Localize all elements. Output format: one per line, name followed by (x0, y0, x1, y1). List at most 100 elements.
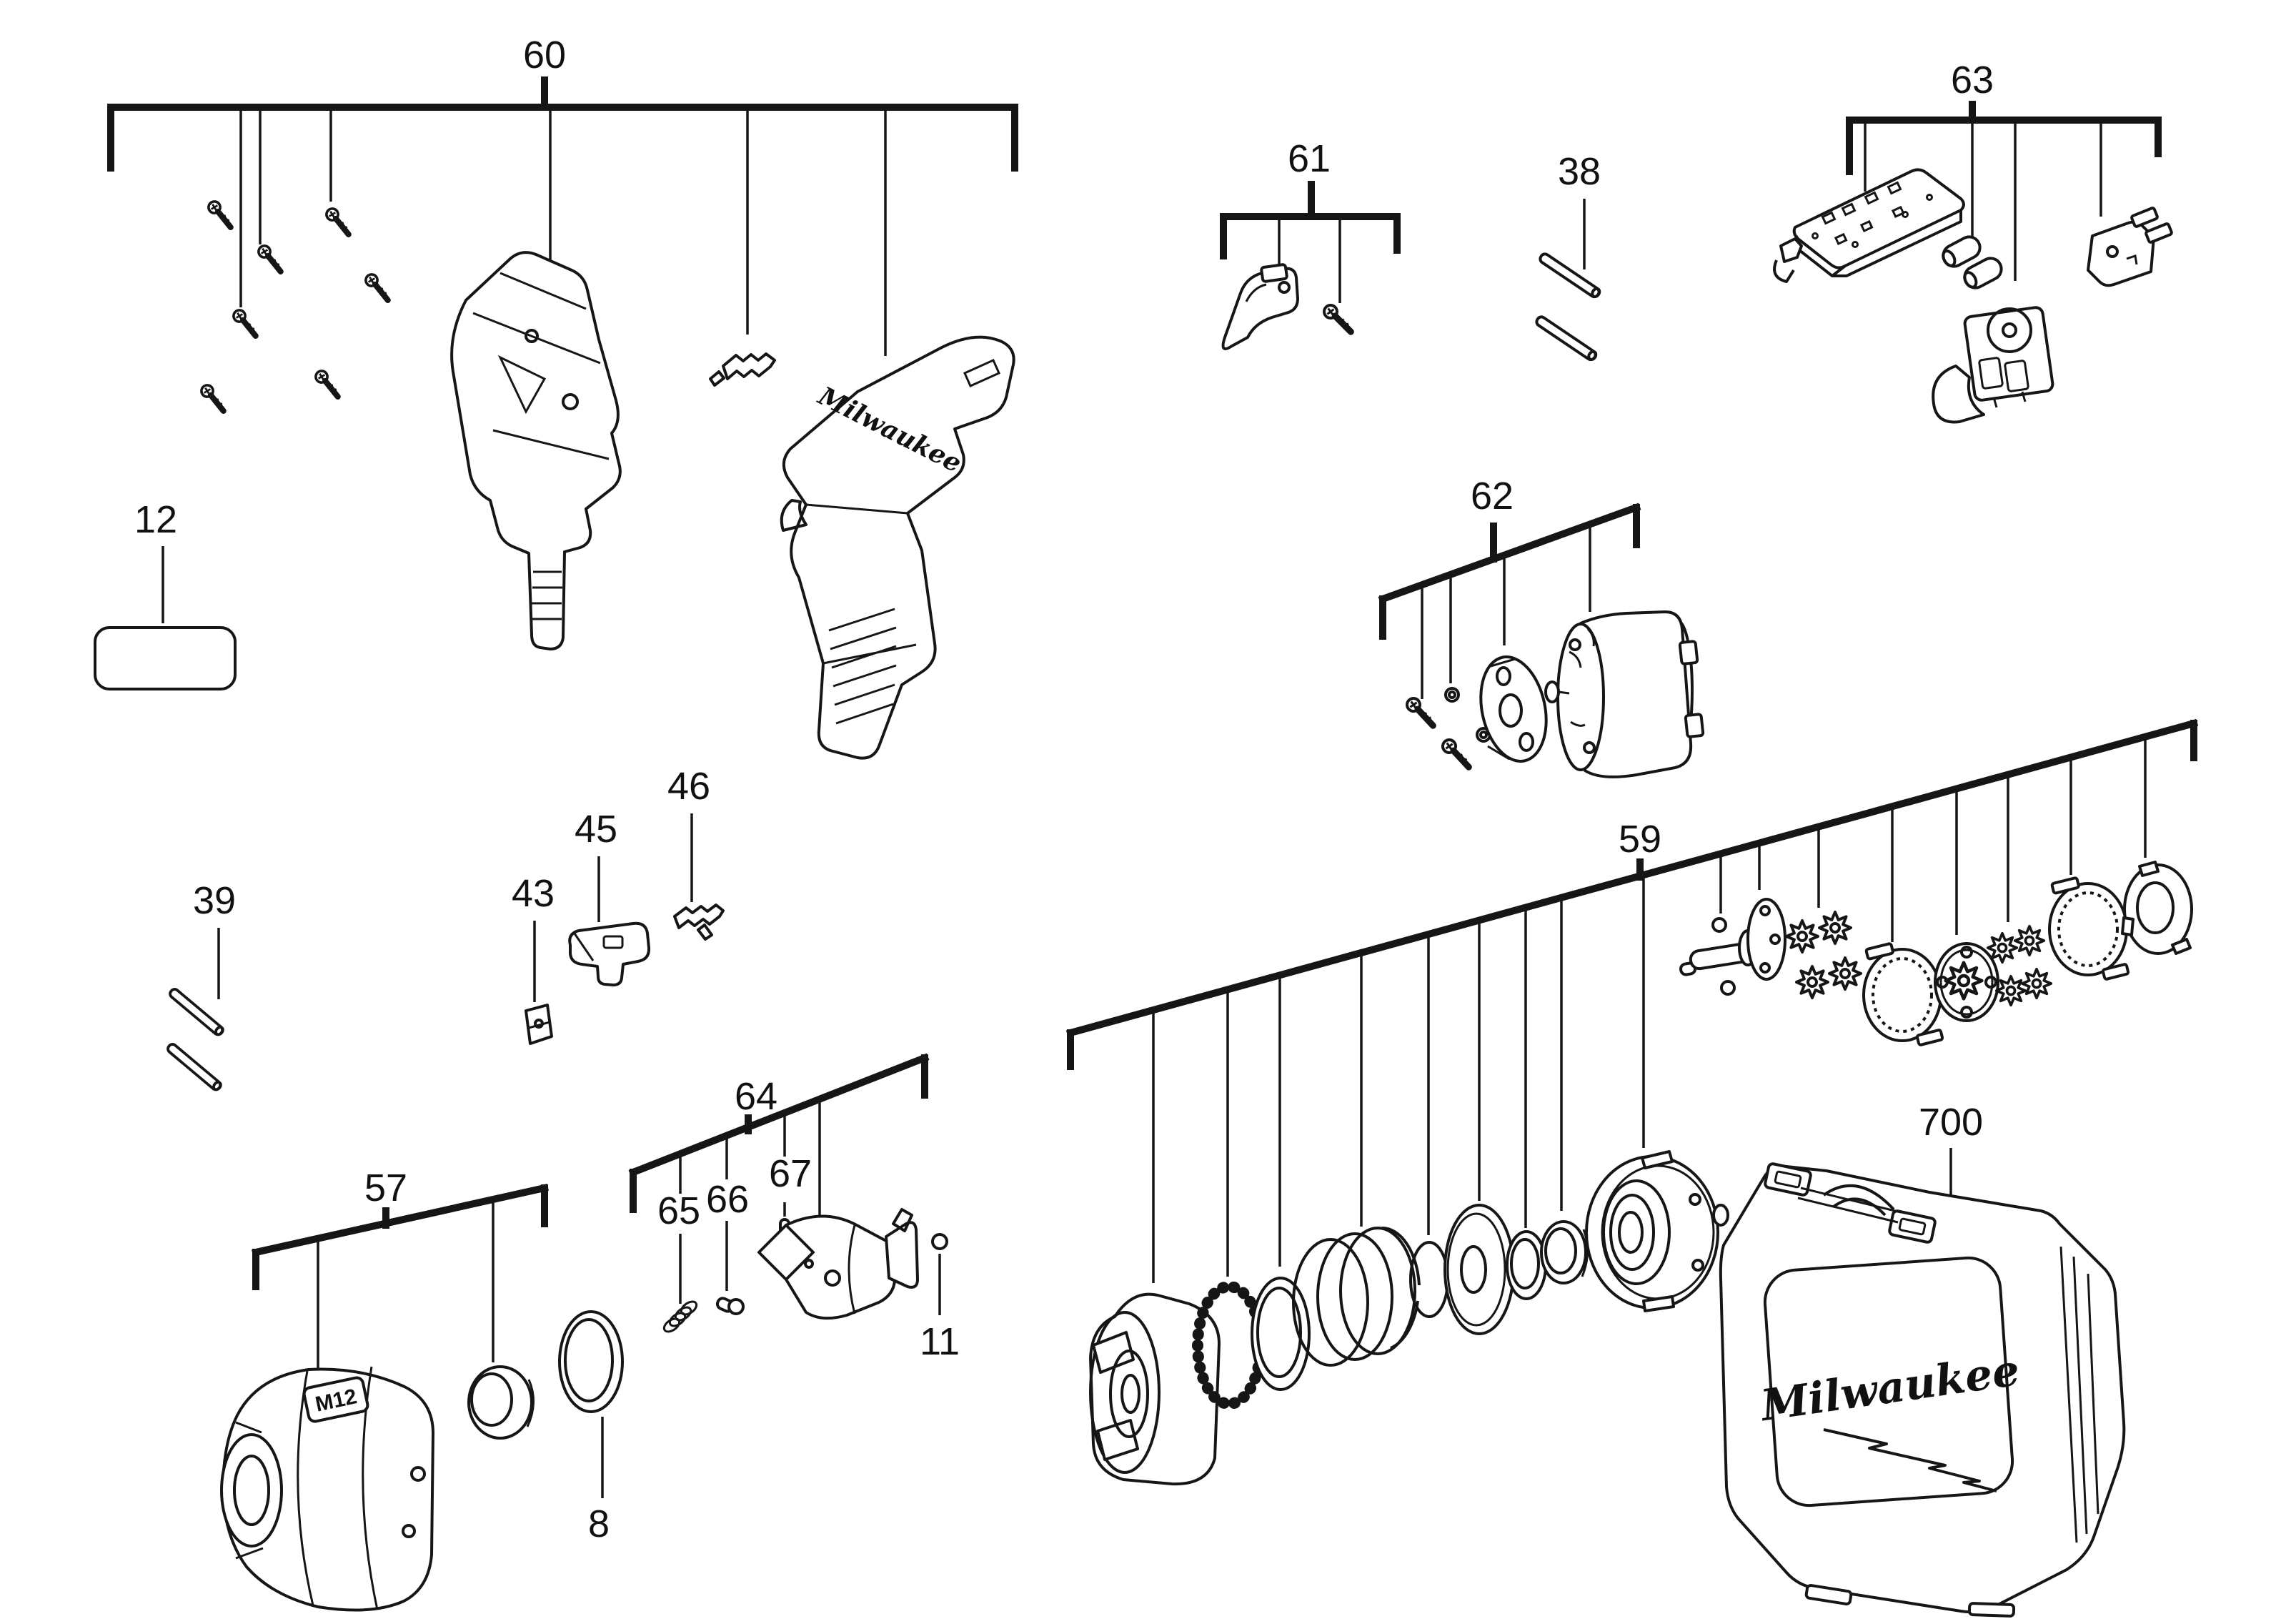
contact-clip (673, 903, 725, 941)
callout-43: 43 (512, 872, 555, 915)
callout-8: 8 (588, 1502, 610, 1545)
bushing (467, 1365, 535, 1440)
group-700-case: 700 Milwaukee (1719, 1101, 2126, 1618)
electronics-module (1773, 168, 1965, 283)
callout-59: 59 (1619, 818, 1661, 861)
terminal-block (2087, 207, 2173, 287)
clutch-cup (1089, 1292, 1221, 1486)
sleeve-icon (1942, 235, 2003, 289)
steel-ball (1711, 917, 1727, 933)
lightning-bolt-icon (1823, 1428, 1997, 1492)
impact-spring (1292, 1226, 1421, 1367)
pin-icon (1537, 251, 1603, 300)
washer-disc (1443, 1204, 1515, 1335)
forward-reverse-shuttle (568, 921, 651, 986)
group-45-shuttle: 45 (568, 808, 651, 986)
callout-45: 45 (575, 808, 617, 851)
cam-washer (2121, 861, 2193, 955)
spindle (1679, 898, 1786, 981)
pin-icon (164, 1041, 224, 1093)
group-61-trigger: 61 (1220, 137, 1401, 350)
callout-64: 64 (735, 1075, 777, 1118)
gear-case (1585, 1150, 1729, 1312)
bracket-64 (628, 1053, 930, 1213)
bracket-59 (1065, 718, 2199, 1070)
callout-61: 61 (1288, 137, 1331, 180)
callout-63: 63 (1951, 59, 1994, 102)
steel-ball (931, 1233, 948, 1250)
screw-icon (1322, 304, 1354, 332)
leaders-61 (1278, 218, 1341, 303)
callout-67: 67 (769, 1152, 812, 1195)
ring-gear (1862, 941, 1944, 1047)
callout-62: 62 (1471, 475, 1514, 518)
spring-plate (525, 1004, 553, 1045)
bracket-61 (1220, 181, 1401, 259)
callout-66: 66 (706, 1178, 749, 1221)
callout-39: 39 (193, 879, 236, 922)
detent-ball (715, 1297, 745, 1315)
callout-12: 12 (134, 498, 177, 541)
callout-38: 38 (1558, 150, 1601, 193)
pin-icon (167, 986, 226, 1038)
group-59-gear-train: 59 (1065, 718, 2199, 1486)
planet-carrier (1934, 942, 1999, 1022)
leaders-63 (1864, 122, 2102, 281)
cup-washer (1540, 1220, 1589, 1284)
nose-housing: M12 (220, 1366, 434, 1612)
group-12-nameplate: 12 (94, 498, 237, 690)
retaining-ring-inner (564, 1318, 614, 1402)
pin-icon (1534, 314, 1599, 363)
group-39-pins: 39 (164, 879, 236, 1093)
switch-assembly (1932, 306, 2054, 424)
washer-icon (1444, 687, 1460, 703)
dc-motor (1544, 610, 1705, 778)
callout-46: 46 (667, 765, 710, 808)
callout-65: 65 (657, 1189, 700, 1232)
callout-11: 11 (920, 1320, 960, 1363)
screw-icon (1404, 698, 1437, 726)
case-latch (1764, 1162, 1937, 1244)
bracket-63 (1846, 101, 2162, 175)
retaining-ring (558, 1310, 624, 1413)
case-handle (1822, 1184, 1895, 1217)
callout-57: 57 (364, 1167, 407, 1209)
retaining-ring-small (1409, 1241, 1449, 1318)
planet-pinions-first (1785, 911, 1862, 999)
anvil (757, 1208, 919, 1320)
leaders-60 (239, 109, 887, 356)
carrying-case: Milwaukee (1719, 1162, 2126, 1618)
washer (1251, 1277, 1311, 1391)
group-8-retaining-ring: 8 (558, 1310, 624, 1545)
group-57-nose-housing: 57 M12 (220, 1167, 549, 1612)
group-46-contact-clip: 46 (667, 765, 725, 941)
bracket-60 (107, 76, 1018, 172)
group-64-anvil: 64 65 66 67 (628, 1053, 930, 1333)
service-nameplate (94, 626, 237, 690)
leaders-62 (1421, 524, 1591, 699)
motor-end-plate (1479, 655, 1548, 763)
trigger (1221, 263, 1299, 350)
left-housing-half (450, 251, 622, 650)
bracket-62 (1378, 502, 1641, 640)
group-11-ball: 11 (920, 1233, 960, 1363)
group-38-pins: 38 (1534, 150, 1603, 363)
bracket-57 (252, 1184, 549, 1290)
screw-icon (1440, 739, 1473, 768)
pcb-components (1812, 181, 1933, 248)
leaders-57 (317, 1199, 495, 1377)
callout-60: 60 (523, 34, 566, 76)
group-63-electronics: 63 (1773, 59, 2173, 424)
screw-icon (198, 200, 393, 411)
ring-gear (2048, 876, 2130, 981)
right-housing-half: Milwaukee (780, 335, 1015, 760)
ring-small (1506, 1230, 1547, 1300)
group-43-spring-plate: 43 (512, 872, 555, 1045)
leaders-64 (679, 1099, 821, 1304)
bit-holder-clip (709, 352, 776, 387)
callout-700: 700 (1919, 1101, 1983, 1144)
steel-ball (1720, 980, 1736, 996)
group-60-housing-set: 60 Milwaukee (107, 34, 1018, 760)
